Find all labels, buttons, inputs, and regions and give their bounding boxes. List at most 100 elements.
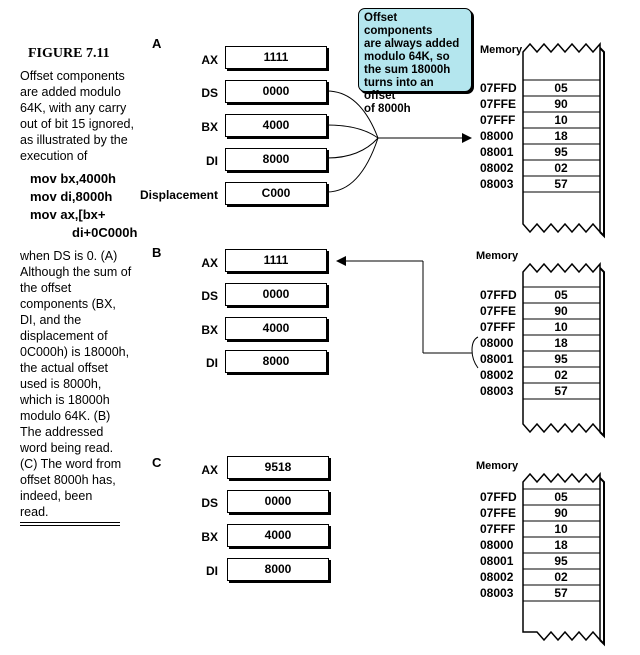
memory-title: Memory bbox=[476, 250, 519, 262]
register-value: 0000 bbox=[225, 283, 327, 306]
callout-line: are always added bbox=[364, 38, 460, 50]
memory-address: 07FFE bbox=[480, 97, 517, 111]
caption-line: when DS is 0. (A) bbox=[20, 249, 118, 263]
code-line: di+0C000h bbox=[72, 225, 138, 240]
memory-cell: 18 bbox=[554, 336, 568, 350]
memory-address: 08000 bbox=[480, 538, 514, 552]
register-value: 4000 bbox=[227, 524, 329, 547]
memory-address: 08000 bbox=[480, 336, 514, 350]
register-label: AX bbox=[201, 256, 218, 270]
panel-label-b: B bbox=[152, 245, 162, 260]
memory-cell: 95 bbox=[554, 554, 568, 568]
memory-cell: 90 bbox=[554, 506, 568, 520]
caption-divider bbox=[20, 522, 120, 526]
code-line: mov bx,4000h bbox=[30, 171, 116, 186]
caption-line: Offset components bbox=[20, 69, 125, 83]
caption-line: which is 18000h bbox=[20, 393, 110, 407]
caption-line: DI, and the bbox=[20, 313, 82, 327]
memory-address: 08000 bbox=[480, 129, 514, 143]
memory-address: 08003 bbox=[480, 177, 514, 191]
memory-cell: 02 bbox=[554, 161, 568, 175]
register-value: 4000 bbox=[225, 317, 327, 340]
register-value: 4000 bbox=[225, 114, 327, 137]
callout-line: Offset components bbox=[364, 12, 433, 37]
register-label: DI bbox=[206, 356, 218, 370]
memory-dividers bbox=[523, 79, 600, 602]
memory-title: Memory bbox=[476, 460, 519, 472]
register-value: 9518 bbox=[227, 456, 329, 479]
memory-cell: 10 bbox=[554, 113, 568, 127]
arrow-to-memory bbox=[462, 133, 472, 143]
memory-cell: 95 bbox=[554, 145, 568, 159]
read-path-line bbox=[342, 260, 479, 369]
memory-cell: 18 bbox=[554, 538, 568, 552]
caption-line: offset 8000h has, bbox=[20, 473, 116, 487]
register-label: DS bbox=[201, 86, 218, 100]
memory-address: 07FFD bbox=[480, 288, 517, 302]
caption-line: read. bbox=[20, 505, 49, 519]
memory-address: 08001 bbox=[480, 554, 514, 568]
memory-cell: 05 bbox=[554, 490, 568, 504]
register-label: DS bbox=[201, 289, 218, 303]
register-value: 0000 bbox=[225, 80, 327, 103]
panel-label-c: C bbox=[152, 455, 162, 470]
caption-line: (C) The word from bbox=[20, 457, 122, 471]
memory-address: 08003 bbox=[480, 586, 514, 600]
register-label: BX bbox=[201, 323, 218, 337]
register-label: AX bbox=[201, 463, 218, 477]
caption-line: the offset bbox=[20, 281, 72, 295]
register-value: C000 bbox=[225, 182, 327, 205]
memory-address: 08001 bbox=[480, 352, 514, 366]
memory-address: 07FFD bbox=[480, 490, 517, 504]
register-value: 8000 bbox=[227, 558, 329, 581]
memory-address: 07FFD bbox=[480, 81, 517, 95]
memory-address: 07FFE bbox=[480, 506, 517, 520]
memory-cell: 90 bbox=[554, 304, 568, 318]
caption-line: indeed, been bbox=[20, 489, 93, 503]
memory-cell: 05 bbox=[554, 288, 568, 302]
register-value: 1111 bbox=[225, 46, 327, 69]
memory-cell: 02 bbox=[554, 570, 568, 584]
caption-line: The addressed bbox=[20, 425, 104, 439]
caption-bottom: when DS is 0. (A) Although the sum of th… bbox=[20, 248, 138, 520]
register-label: DI bbox=[206, 154, 218, 168]
figure-title: FIGURE 7.11 bbox=[28, 46, 110, 61]
memory-address: 07FFF bbox=[480, 522, 516, 536]
register-label: DS bbox=[201, 496, 218, 510]
memory-cell: 90 bbox=[554, 97, 568, 111]
caption-line: 0C000h) is 18000h, bbox=[20, 345, 130, 359]
code-block: mov bx,4000h mov di,8000h mov ax,[bx+ di… bbox=[30, 170, 137, 242]
register-value: 8000 bbox=[225, 350, 327, 373]
caption-line: out of bit 15 ignored, bbox=[20, 117, 134, 131]
callout-line: of 8000h bbox=[364, 103, 411, 115]
callout-line: modulo 64K, so bbox=[364, 51, 450, 63]
memory-cell: 57 bbox=[554, 384, 568, 398]
caption-line: Although the sum of bbox=[20, 265, 132, 279]
caption-line: as illustrated by the bbox=[20, 133, 128, 147]
offset-sum-lines bbox=[326, 90, 470, 193]
memory-address: 08002 bbox=[480, 570, 514, 584]
caption-line: 64K, with any carry bbox=[20, 101, 127, 115]
memory-cell: 57 bbox=[554, 586, 568, 600]
code-line: mov di,8000h bbox=[30, 189, 113, 204]
caption-line: execution of bbox=[20, 149, 88, 163]
memory-cell: 02 bbox=[554, 368, 568, 382]
memory-cell: 05 bbox=[554, 81, 568, 95]
callout-line: the sum 18000h bbox=[364, 64, 451, 76]
arrow-to-ax bbox=[336, 256, 346, 266]
memory-cell: 18 bbox=[554, 129, 568, 143]
caption-line: used is 8000h, bbox=[20, 377, 102, 391]
register-value: 1111 bbox=[225, 249, 327, 272]
register-label: AX bbox=[201, 53, 218, 67]
register-value: 8000 bbox=[225, 148, 327, 171]
memory-address: 07FFE bbox=[480, 304, 517, 318]
register-label: DI bbox=[206, 564, 218, 578]
caption-line: word being read. bbox=[20, 441, 114, 455]
callout-note: Offset components are always added modul… bbox=[358, 8, 472, 115]
caption-line: are added modulo bbox=[20, 85, 121, 99]
register-value: 0000 bbox=[227, 490, 329, 513]
caption-line: components (BX, bbox=[20, 297, 116, 311]
register-label: BX bbox=[201, 530, 218, 544]
memory-cell: 95 bbox=[554, 352, 568, 366]
